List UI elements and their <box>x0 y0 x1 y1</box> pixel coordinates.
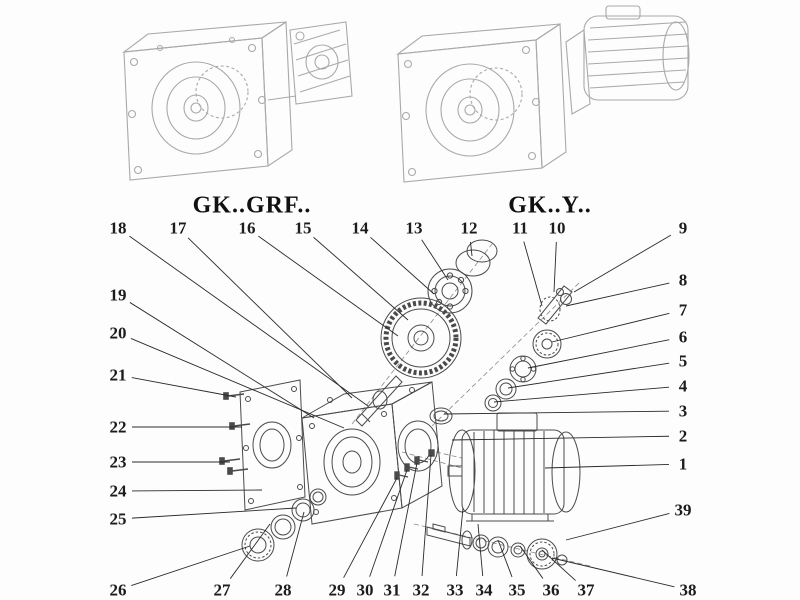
bevel-gear <box>532 329 562 359</box>
part-number-35: 35 <box>508 580 526 600</box>
flange-plate <box>239 379 306 511</box>
part-number-25: 25 <box>109 509 127 529</box>
input-shaft <box>355 375 403 427</box>
part-number-31: 31 <box>383 580 401 600</box>
part-number-17: 17 <box>169 218 187 238</box>
part-number-20: 20 <box>109 323 127 343</box>
variant-title-y: GK..Y.. <box>508 192 592 219</box>
part-number-24: 24 <box>109 481 127 501</box>
pinion-bearings <box>429 355 537 425</box>
electric-motor <box>447 412 581 522</box>
part-number-38: 38 <box>679 580 697 600</box>
part-number-7: 7 <box>678 300 688 320</box>
part-number-11: 11 <box>511 218 529 238</box>
part-number-23: 23 <box>109 452 127 472</box>
part-number-1: 1 <box>678 454 688 474</box>
part-number-8: 8 <box>678 270 688 290</box>
part-number-39: 39 <box>674 500 692 520</box>
part-number-14: 14 <box>351 218 369 238</box>
part-number-37: 37 <box>577 580 595 600</box>
part-number-3: 3 <box>678 401 688 421</box>
upper-bearing <box>427 268 473 314</box>
part-number-18: 18 <box>109 218 127 238</box>
part-number-36: 36 <box>542 580 560 600</box>
part-number-26: 26 <box>109 580 127 600</box>
part-number-30: 30 <box>356 580 374 600</box>
part-number-13: 13 <box>405 218 423 238</box>
part-number-4: 4 <box>678 376 688 396</box>
part-number-21: 21 <box>109 365 127 385</box>
part-number-19: 19 <box>109 285 127 305</box>
part-number-15: 15 <box>294 218 312 238</box>
pinion-shaft <box>537 285 573 325</box>
gearbox-y-drawing <box>396 5 690 183</box>
part-number-12: 12 <box>460 218 478 238</box>
part-number-10: 10 <box>548 218 566 238</box>
assembly-axis-lines <box>351 243 591 567</box>
variant-title-grf: GK..GRF.. <box>192 192 312 219</box>
retaining-rings <box>455 239 498 277</box>
part-number-29: 29 <box>328 580 346 600</box>
part-number-6: 6 <box>678 327 688 347</box>
part-number-28: 28 <box>274 580 292 600</box>
part-number-9: 9 <box>678 218 688 238</box>
part-number-34: 34 <box>475 580 493 600</box>
part-number-32: 32 <box>412 580 430 600</box>
gearbox-grf-drawing <box>122 21 353 181</box>
large-gear <box>380 297 462 379</box>
part-number-16: 16 <box>238 218 256 238</box>
part-number-27: 27 <box>213 580 231 600</box>
part-number-5: 5 <box>678 351 688 371</box>
part-number-33: 33 <box>446 580 464 600</box>
part-number-22: 22 <box>109 417 127 437</box>
output-shaft-assembly <box>426 523 568 570</box>
part-number-2: 2 <box>678 426 688 446</box>
output-bearing-stack <box>241 488 327 562</box>
